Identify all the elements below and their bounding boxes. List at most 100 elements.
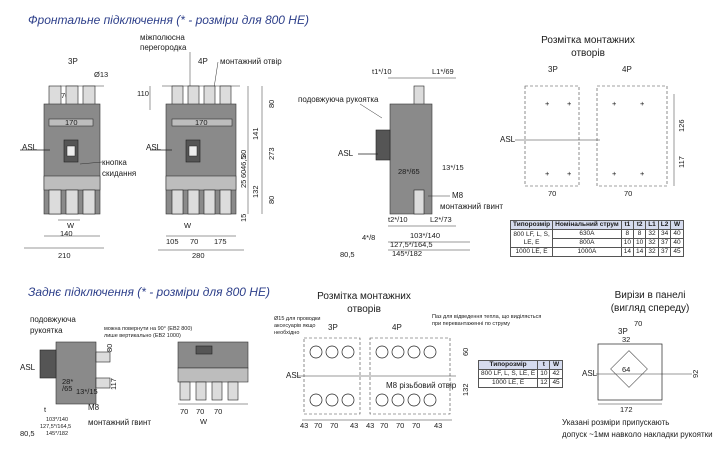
- asl-label-mount: ASL: [500, 135, 516, 144]
- mount-plus-6: +: [567, 169, 572, 178]
- m8-rear: M8: [88, 403, 100, 412]
- mount-layout-bottom-title-1: Розмітка монтажних: [317, 291, 411, 302]
- rear-top-view: 70 70 70 W: [177, 341, 249, 426]
- asl-label-side: ASL: [338, 149, 354, 158]
- th-rear-t: t: [537, 360, 551, 370]
- dim-15: 15: [239, 214, 248, 222]
- dim-w-4p: W: [184, 221, 192, 230]
- label-3p-cut: 3P: [618, 327, 628, 336]
- dim-30: 30: [239, 150, 248, 158]
- panel-cut-title-1: Вирізи в панелі: [615, 290, 686, 301]
- trip-button-label-1: кнопка: [102, 158, 127, 167]
- dim-70-4p: 70: [190, 237, 198, 246]
- heat-note-2: при перевантаженні по струму: [432, 321, 510, 327]
- cut-note-1: Указані розміри припускають: [562, 418, 669, 427]
- ext-handle-label: подовжуюча рукоятка: [298, 95, 379, 104]
- dim-60-rear: 60: [461, 348, 470, 356]
- th-t1: t1: [620, 220, 634, 230]
- dim-65-rear: /65: [62, 384, 72, 393]
- dim-d13: Ø13: [94, 70, 108, 79]
- front-4p-view: міжполюсна перегородка 4P монтажний отві…: [137, 33, 282, 260]
- label-3p-rear: 3P: [328, 323, 338, 332]
- dim-60: 60: [239, 170, 248, 178]
- dim-70-m3: 70: [380, 421, 388, 430]
- dim-170-4p: 170: [195, 118, 208, 127]
- dim-43-c: 43: [366, 421, 374, 430]
- dim-13-15-rear: 13*/15: [76, 387, 98, 396]
- dim-175: 175: [214, 237, 227, 246]
- m8-thread-label: M8 різьбовий отвір: [386, 381, 457, 390]
- dim-28-65: 28*/65: [398, 167, 420, 176]
- dim-80-5: 80,5: [340, 250, 355, 259]
- th-w: W: [670, 220, 684, 230]
- dim-140: 140: [60, 229, 73, 238]
- dim-103-rear: 103*/140: [46, 417, 68, 423]
- th-l2: L2: [657, 220, 672, 230]
- label-4p-rear: 4P: [392, 323, 402, 332]
- mount-plus-1: +: [545, 99, 550, 108]
- trip-button-label-2: скидання: [102, 169, 136, 178]
- dim-145: 145*/182: [392, 249, 422, 258]
- mount-plus-7: +: [612, 169, 617, 178]
- th-l1: L1: [645, 220, 659, 230]
- heat-note-1: Паз для відведення тепла, що виділяється: [432, 314, 541, 320]
- mount-screw-rear: монтажний гвинт: [88, 418, 151, 427]
- mount-plus-2: +: [567, 99, 572, 108]
- label-3p-mount: 3P: [548, 65, 558, 74]
- dim-43-a: 43: [300, 421, 308, 430]
- front-connection-header: Фронтальне підключення (* - розміри для …: [28, 13, 309, 27]
- mount-screw-label: монтажний гвинт: [440, 202, 503, 211]
- dim-127-rear: 127,5*/164,5: [40, 424, 71, 430]
- wire-hole-1: Ø15 для проводки: [274, 316, 320, 322]
- dim-32: 32: [622, 335, 630, 344]
- rotate-note-1: можна повернути на 90° (ЕВ2 800): [104, 326, 192, 332]
- dim-145-rear: 145*/182: [46, 431, 68, 437]
- ext-handle-rear-1: подовжуюча: [30, 315, 76, 324]
- dim-80-rear: 80: [105, 344, 114, 352]
- dim-43-d: 43: [434, 421, 442, 430]
- mount-plus-4: +: [640, 99, 645, 108]
- dim-64-cut: 64: [622, 365, 630, 374]
- dim-80-5-rear: 80,5: [20, 429, 35, 438]
- mount-plus-3: +: [612, 99, 617, 108]
- mount-plus-8: +: [640, 169, 645, 178]
- dim-172: 172: [620, 405, 633, 414]
- dim-43-b: 43: [350, 421, 358, 430]
- panel-cut-title-2: (вигляд спереду): [611, 303, 690, 314]
- dim-70-r2: 70: [196, 407, 204, 416]
- mount-layout-bottom: Ø15 для проводки аксесуарів якщо необхід…: [274, 314, 541, 430]
- mount-layout-top-title-1: Розмітка монтажних: [541, 35, 635, 46]
- dim-280: 280: [192, 251, 205, 260]
- dim-70: 70: [61, 91, 69, 100]
- dim-127: 127,5*/164,5: [390, 240, 433, 249]
- front-size-table: Типорозмір Номінальний струм t1 t2 L1 L2…: [509, 220, 684, 257]
- dim-170: 170: [65, 118, 78, 127]
- dim-132: 132: [251, 185, 260, 198]
- dim-70-mount-4p: 70: [624, 189, 632, 198]
- dim-4-8: 4*/8: [362, 233, 375, 242]
- wire-hole-3: необхідно: [274, 330, 299, 336]
- asl-label-rear-mount: ASL: [286, 371, 302, 380]
- dim-t1: t1*/10: [372, 67, 392, 76]
- dim-80: 80: [267, 100, 276, 108]
- front-3p-view: 3P Ø13 70 70 170 ASL кнопка скидання W 1…: [20, 57, 136, 260]
- dim-103: 103*/140: [410, 231, 440, 240]
- dim-92: 92: [691, 370, 700, 378]
- dim-l1: L1*/69: [432, 67, 454, 76]
- m8-label: M8: [452, 191, 464, 200]
- dim-70-m4: 70: [396, 421, 404, 430]
- dim-70-r3: 70: [214, 407, 222, 416]
- side-view-front: t1*/10 L1*/69 подовжуюча рукоятка ASL 13…: [298, 67, 503, 259]
- dim-t2: t2*/10: [388, 215, 408, 224]
- asl-label-front: ASL: [22, 143, 38, 152]
- interphase-label-1: міжполюсна: [140, 33, 185, 42]
- dim-273: 273: [267, 147, 276, 160]
- dim-70-m5: 70: [412, 421, 420, 430]
- mount-layout-top-title-2: отворів: [571, 48, 605, 59]
- th-current: Номінальний струм: [552, 220, 622, 230]
